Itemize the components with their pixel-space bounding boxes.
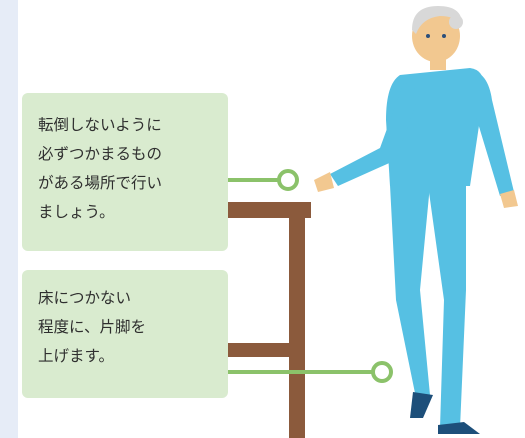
callout-text-line: がある場所で行い	[38, 174, 163, 192]
illustration-panel: 転倒しないように 必ずつかまるもの がある場所で行い ましょう。 床につかない …	[18, 0, 525, 438]
callout-raise-leg: 床につかない 程度に、片脚を 上げます。	[22, 270, 228, 398]
exercise-illustration	[223, 6, 518, 438]
chair-icon	[223, 202, 311, 438]
callout-text-line: ましょう。	[38, 203, 115, 221]
callout-text-line: 転倒しないように	[38, 116, 162, 134]
callout-text-line: 必ずつかまるもの	[38, 145, 163, 163]
elderly-person-icon	[314, 6, 518, 434]
callout-hold-support: 転倒しないように 必ずつかまるもの がある場所で行い ましょう。	[22, 93, 228, 251]
callout-text-line: 上げます。	[38, 347, 114, 365]
pointer-line-icon	[228, 361, 393, 383]
callout-text-line: 床につかない	[38, 289, 132, 307]
callout-text-line: 程度に、片脚を	[38, 318, 147, 336]
pointer-line-icon	[228, 169, 299, 191]
